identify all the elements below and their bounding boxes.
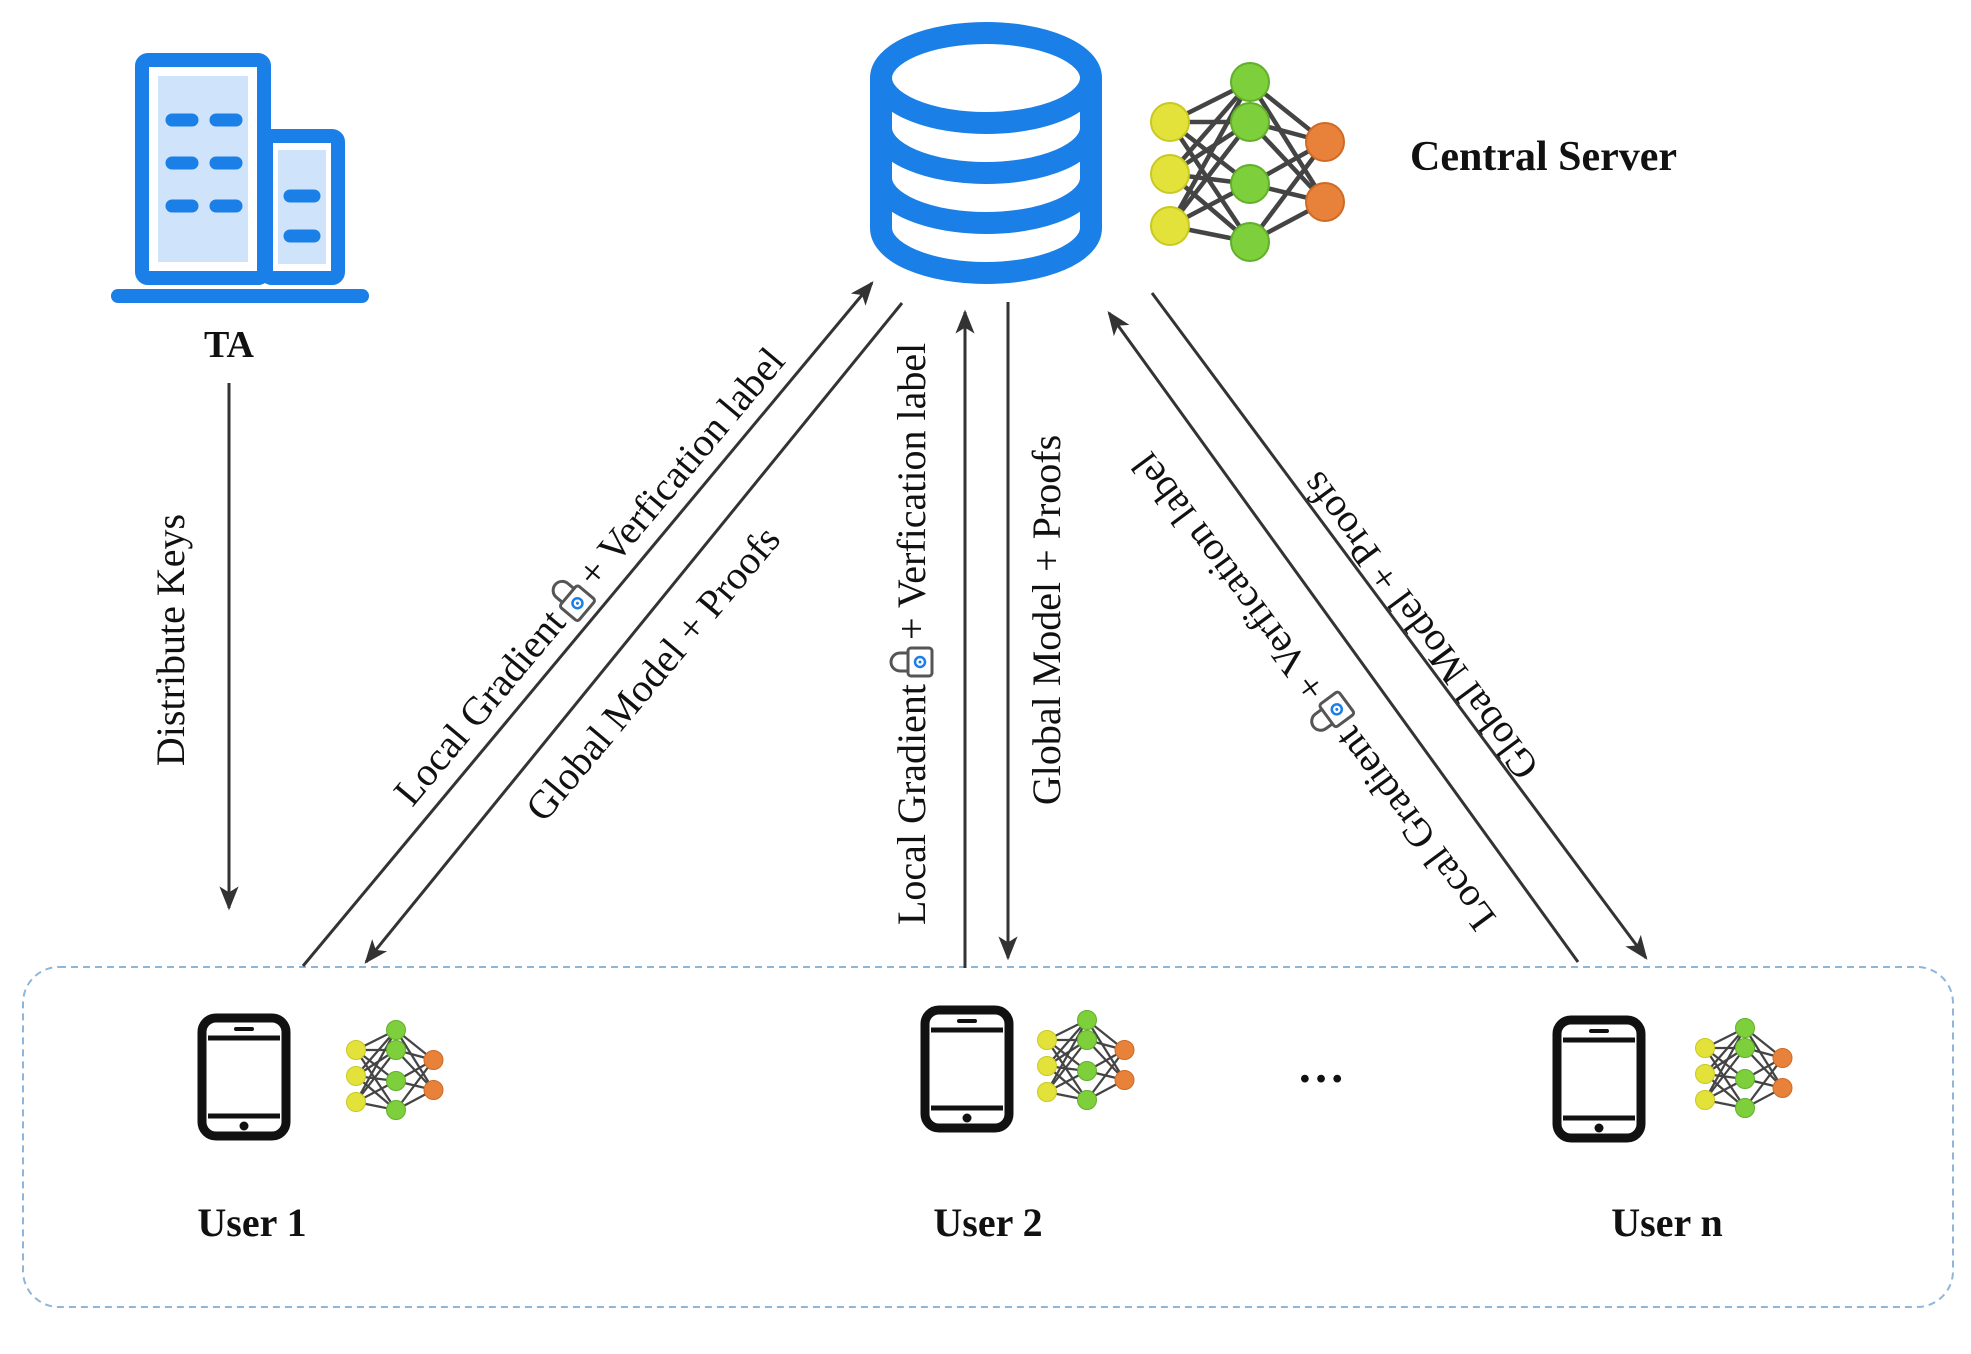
distribute-keys-label: Distribute Keys: [148, 514, 193, 766]
usern-upload-arrow: [1107, 311, 1580, 963]
user2-label: User 2: [933, 1200, 1042, 1245]
ellipsis: …: [1297, 1040, 1345, 1093]
lock-icon: [889, 646, 934, 678]
user2-upload-label-a: Local Gradient: [889, 684, 934, 925]
user1-upload-arrow: [301, 281, 874, 967]
usern-download-label: Global Model + Proofs: [1291, 464, 1547, 788]
user2-upload-label-b: + Verfication label: [889, 343, 934, 640]
user1-download-arrow: [364, 302, 904, 964]
user1-download-label: Global Model + Proofs: [516, 517, 789, 830]
user2-download-label: Global Model + Proofs: [1024, 435, 1069, 805]
ta-label: TA: [204, 324, 255, 366]
smartphone-icon: [1557, 1020, 1641, 1138]
smartphone-icon: [925, 1010, 1009, 1128]
usern-label: User n: [1611, 1200, 1722, 1245]
building-icon: [111, 53, 369, 303]
usern-download-arrow: [1150, 292, 1648, 960]
database-icon: [870, 22, 1102, 284]
neural-network-icon: [1694, 1017, 1794, 1119]
neural-network-icon: [1151, 63, 1344, 261]
central-server-label: Central Server: [1410, 134, 1677, 180]
neural-network-icon: [1036, 1009, 1136, 1111]
user1-label: User 1: [197, 1200, 306, 1245]
neural-network-icon: [345, 1019, 445, 1121]
smartphone-icon: [202, 1018, 286, 1136]
users-container: [22, 966, 1954, 1308]
usern-upload-label-a: Local Gradient: [1325, 719, 1505, 939]
